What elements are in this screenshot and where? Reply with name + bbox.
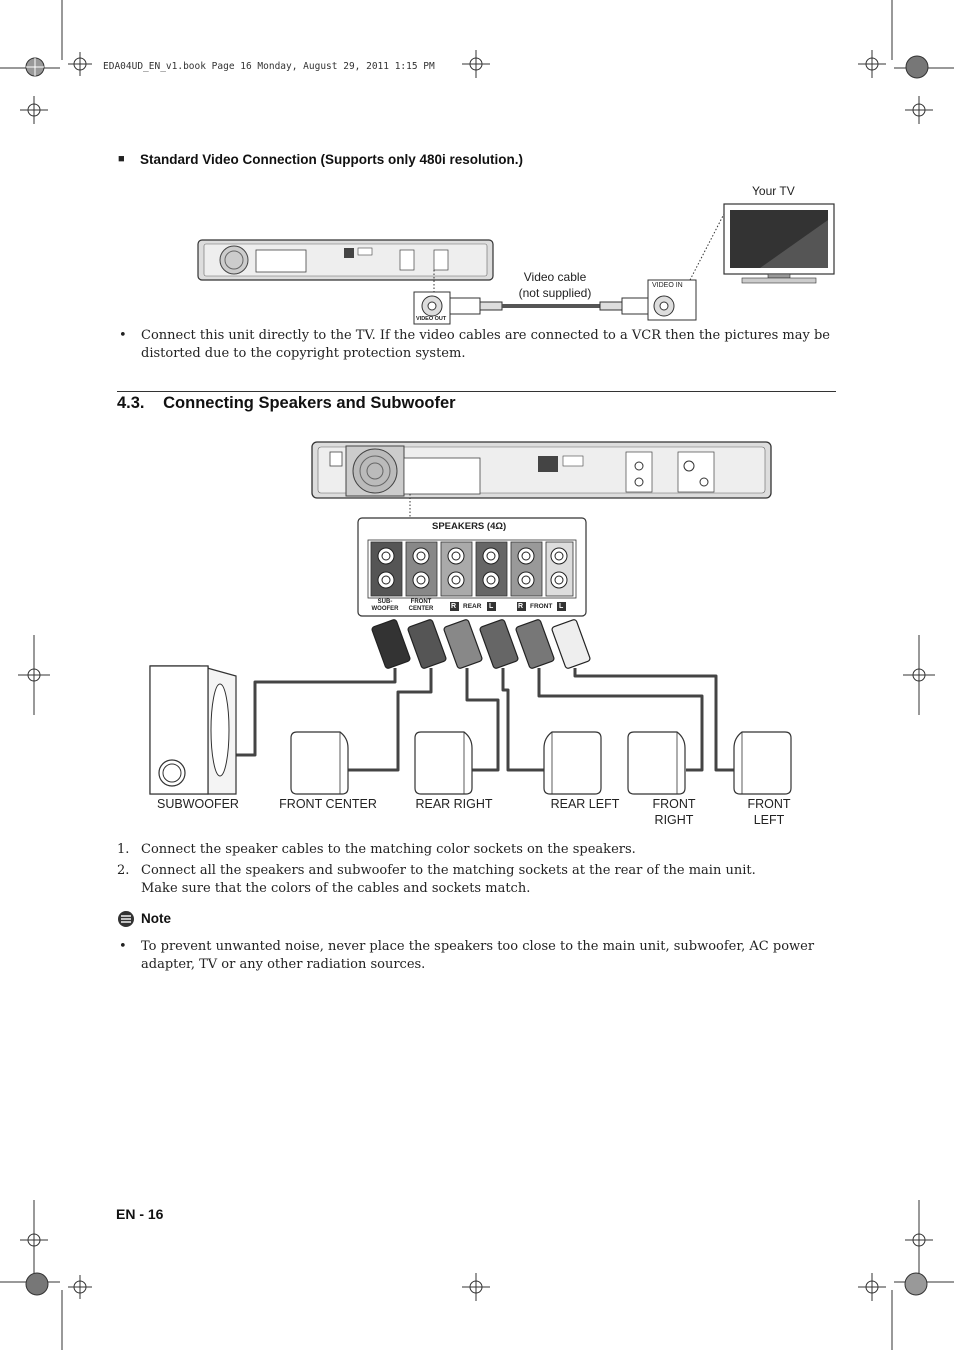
main-unit-rear-large — [311, 441, 772, 499]
satellite-speakers — [290, 731, 792, 795]
front-right-label-line2: RIGHT — [654, 813, 694, 827]
section-title-text: Connecting Speakers and Subwoofer — [163, 394, 456, 412]
main-unit-rear-small — [197, 239, 494, 281]
heading-square-icon: ■ — [118, 153, 125, 165]
front-center-terminal-label-line2: CENTER — [408, 606, 434, 612]
front-center-label: FRONT CENTER — [279, 797, 377, 811]
front-center-terminal-label: FRONT CENTER — [404, 599, 438, 613]
sub-woofer-terminal-label: SUB- WOOFER — [368, 599, 402, 613]
rear-terminal-label: REAR — [463, 603, 482, 610]
section-title: 4.3. Connecting Speakers and Subwoofer — [117, 394, 456, 413]
front-right-label-line1: FRONT — [652, 797, 696, 811]
step-2-text-line2: Make sure that the colors of the cables … — [141, 881, 531, 896]
front-r-badge: R — [518, 603, 524, 610]
video-cable-label-line1: Video cable — [523, 270, 587, 284]
step-2-number: 2. — [117, 863, 130, 878]
bullet-icon: • — [119, 328, 127, 343]
rear-r-badge: R — [451, 603, 457, 610]
video-cable-label-line2: (not supplied) — [518, 286, 592, 300]
video-cable-label: Video cable (not supplied) — [510, 269, 600, 301]
subwoofer-illustration — [149, 665, 237, 795]
your-tv-label: Your TV — [752, 184, 795, 198]
speakers-panel-title: SPEAKERS (4Ω) — [432, 521, 507, 532]
video-out-label: VIDEO OUT — [416, 316, 447, 322]
front-center-terminal-label-line1: FRONT — [410, 599, 432, 605]
front-l-badge: L — [559, 603, 564, 610]
front-terminal-label: FRONT — [530, 603, 553, 610]
step-1-text: Connect the speaker cables to the matchi… — [141, 842, 636, 857]
note-text: To prevent unwanted noise, never place t… — [141, 939, 815, 972]
print-header: EDA04UD_EN_v1.book Page 16 Monday, Augus… — [103, 61, 435, 72]
subwoofer-label: SUBWOOFER — [157, 797, 239, 811]
note-title: Note — [141, 911, 171, 926]
video-note-text: Connect this unit directly to the TV. If… — [141, 328, 830, 361]
rear-left-label: REAR LEFT — [550, 797, 620, 811]
front-left-label: FRONT LEFT — [735, 796, 803, 828]
tv-illustration — [723, 203, 835, 284]
rear-l-badge: L — [489, 603, 494, 610]
sub-woofer-terminal-label-line1: SUB- — [377, 599, 393, 605]
rear-right-label: REAR RIGHT — [415, 797, 493, 811]
sub-woofer-terminal-label-line2: WOOFER — [371, 606, 399, 612]
note-bullet-icon: • — [119, 939, 127, 954]
speaker-terminal-panel — [357, 517, 587, 617]
section-number: 4.3. — [117, 394, 145, 412]
step-2-text: Connect all the speakers and subwoofer t… — [141, 863, 756, 878]
front-right-label: FRONT RIGHT — [640, 796, 708, 828]
page-number: EN - 16 — [116, 1206, 164, 1222]
step-1-number: 1. — [117, 842, 130, 857]
front-left-label-line1: FRONT — [747, 797, 791, 811]
section-rule — [117, 391, 836, 392]
front-left-label-line2: LEFT — [753, 813, 785, 827]
video-in-label: VIDEO IN — [652, 282, 683, 289]
video-section-heading: Standard Video Connection (Supports only… — [140, 152, 524, 167]
